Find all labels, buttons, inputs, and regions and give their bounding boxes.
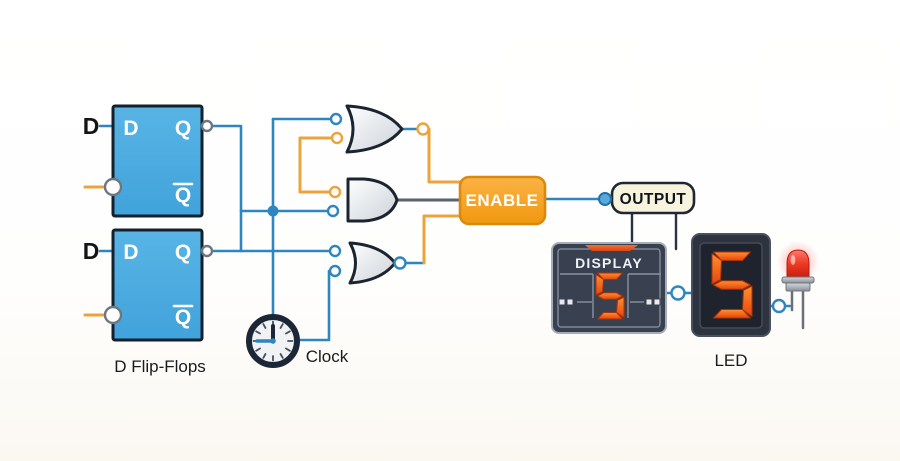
led-flange xyxy=(781,276,815,284)
or-gate-top xyxy=(345,104,404,154)
display-switch-icon xyxy=(645,298,653,306)
wire-gate1-to-enable xyxy=(421,127,462,184)
led xyxy=(777,241,819,330)
enable-output-dot xyxy=(598,192,612,206)
d-flip-flop-2: D Q Q xyxy=(111,228,204,342)
display-panel: DISPLAY xyxy=(551,242,667,334)
gate1-output-bubble xyxy=(416,122,430,136)
flip-flop-1-d-label: D xyxy=(123,117,138,140)
d-flip-flop-1: D Q Q xyxy=(111,104,204,218)
segment-a xyxy=(713,251,751,261)
d-input-label-bottom: D xyxy=(83,238,100,264)
segment-g xyxy=(713,280,751,290)
wire-ff1-q xyxy=(210,124,243,253)
segment-f xyxy=(711,253,722,285)
gate2-input-bottom-bubble xyxy=(326,204,340,218)
ff2-q-bubble xyxy=(200,244,214,258)
flip-flop-1-body xyxy=(111,104,204,218)
gate3-input-top-bubble xyxy=(328,244,342,258)
or-gate-bottom xyxy=(348,241,397,285)
enable-block: ENABLE xyxy=(458,175,547,226)
flip-flop-2-body xyxy=(111,228,204,342)
clock-tick xyxy=(255,347,261,352)
seven-segment-digit-small xyxy=(595,272,625,320)
gate2-input-top-bubble xyxy=(328,185,342,199)
flip-flop-2-qbar-label: Q xyxy=(175,306,191,329)
clock-center-dot xyxy=(270,338,276,344)
enable-label: ENABLE xyxy=(466,191,539,210)
display-body xyxy=(551,242,667,334)
segment-g xyxy=(597,292,623,300)
flip-flop-1-q-label: Q xyxy=(175,117,191,140)
display-title: DISPLAY xyxy=(575,255,643,271)
segment-a xyxy=(597,272,623,280)
segment-d xyxy=(597,312,623,320)
segment-d xyxy=(713,309,751,319)
led-base xyxy=(785,282,811,292)
clock-tick xyxy=(262,353,267,359)
gate3-output-bubble xyxy=(393,256,407,270)
ff1-set-bubble xyxy=(103,177,123,197)
flip-flops-caption: D Flip-Flops xyxy=(114,357,206,376)
wire-gate3-to-enable xyxy=(422,214,462,265)
segment-f xyxy=(595,274,604,296)
clock-tick xyxy=(279,323,284,329)
display-switch-icon xyxy=(558,298,566,306)
segment-display-output-bubble xyxy=(771,298,787,314)
clock-tick xyxy=(255,330,261,335)
clock-caption: Clock xyxy=(306,347,349,366)
enable-body xyxy=(458,175,547,226)
clock-tick xyxy=(285,330,291,335)
d-input-label-top: D xyxy=(83,113,100,139)
led-caption: LED xyxy=(714,351,747,370)
flip-flop-2-q-label: Q xyxy=(175,241,191,264)
gate3-input-bottom-bubble xyxy=(328,264,342,278)
flip-flop-1-qbar-label: Q xyxy=(175,184,191,207)
gate1-input-bottom-bubble xyxy=(330,131,344,145)
ff1-q-bubble xyxy=(200,119,214,133)
and-gate-middle xyxy=(346,177,399,223)
seven-segment-display xyxy=(691,233,771,337)
gate1-input-top-bubble xyxy=(329,112,343,126)
junction-dot xyxy=(267,205,279,217)
display-output-bubble xyxy=(670,285,686,301)
display-switch-icon xyxy=(566,298,574,306)
display-top-indicator xyxy=(585,245,638,251)
output-body xyxy=(610,181,696,215)
wire-gate1-to-gate2 xyxy=(298,136,335,194)
clock-tick xyxy=(262,323,267,329)
wires xyxy=(83,117,792,342)
led-highlight xyxy=(790,255,796,265)
seven-segment-digit-big xyxy=(711,251,753,319)
clock-icon xyxy=(246,314,300,368)
flip-flop-2-d-label: D xyxy=(123,241,138,264)
output-block: OUTPUT xyxy=(610,181,696,215)
clock-tick xyxy=(279,353,284,359)
output-label: OUTPUT xyxy=(620,191,687,208)
clock-tick xyxy=(285,347,291,352)
ff2-set-bubble xyxy=(103,305,123,325)
display-switch-icon xyxy=(653,298,661,306)
connectors xyxy=(103,112,787,325)
wire-clock-to-gate3 xyxy=(298,269,332,342)
led-dome xyxy=(786,249,810,278)
